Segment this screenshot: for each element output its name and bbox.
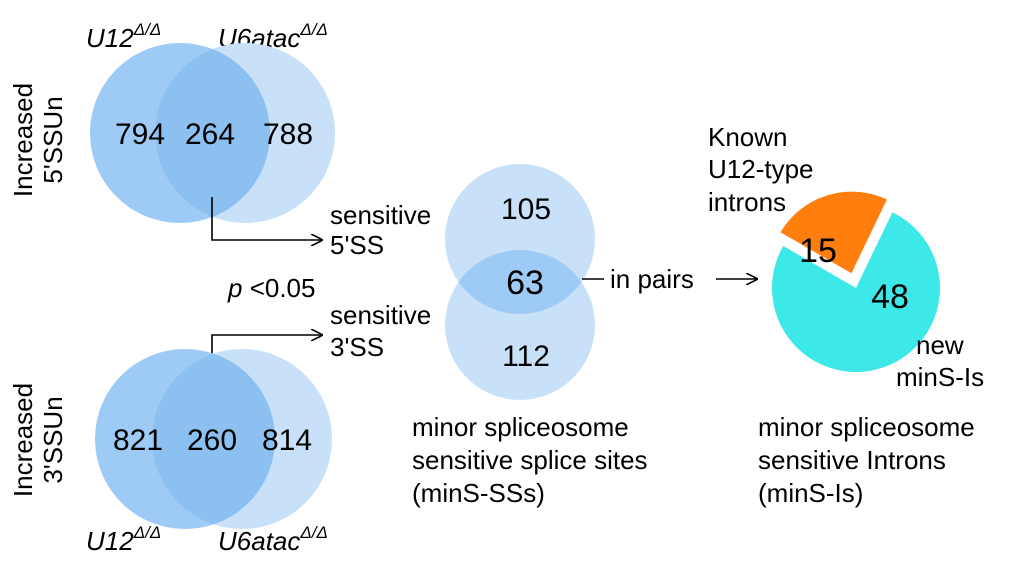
top-venn-overlap-count: 264 <box>185 118 235 151</box>
top-venn-side-label-line1: Increased <box>8 83 38 197</box>
bottom-venn: Increased 3'SSUn 821 260 814 U12Δ/Δ U6at… <box>8 349 332 556</box>
sensitive-5ss-label-line1: sensitive <box>330 200 431 230</box>
bottom-venn-only-a-count: 821 <box>113 424 163 457</box>
in-pairs-label: in pairs <box>610 264 694 294</box>
pie-new-label-line2: minS-Is <box>896 362 984 392</box>
middle-venn-3ss-only-count: 112 <box>502 340 550 373</box>
pie-caption-line2: sensitive Introns <box>758 445 946 475</box>
pie-known-value: 15 <box>799 232 837 270</box>
pie-known-label-line3: introns <box>708 187 786 217</box>
middle-caption-line2: sensitive splice sites <box>412 445 648 475</box>
bottom-venn-set-a-title: U12Δ/Δ <box>86 523 161 556</box>
pie-chart: Known U12-type introns 15 48 new minS-Is… <box>708 122 984 508</box>
pie-known-label-line1: Known <box>708 122 788 152</box>
pie-caption-line3: (minS-Is) <box>758 478 863 508</box>
p-value-label: p <0.05 <box>227 273 315 303</box>
bottom-venn-only-b-count: 814 <box>262 424 312 457</box>
top-venn-set-a-title: U12Δ/Δ <box>86 20 161 53</box>
pie-new-value: 48 <box>871 278 909 316</box>
sensitive-3ss-label-line1: sensitive <box>330 300 431 330</box>
bottom-venn-set-b-title: U6atacΔ/Δ <box>218 523 328 556</box>
bottom-venn-side-label-line2: 3'SSUn <box>38 396 68 483</box>
pie-known-label-line2: U12-type <box>708 154 814 184</box>
pie-slice-known <box>777 189 890 277</box>
sensitive-3ss-label-line2: 3'SS <box>330 332 384 362</box>
bottom-venn-overlap <box>152 349 275 529</box>
bottom-venn-overlap-count: 260 <box>187 424 237 457</box>
top-venn-only-a-count: 794 <box>115 118 165 151</box>
arrow-sensitive-5ss <box>211 197 322 240</box>
middle-venn: 105 63 112 minor spliceosome sensitive s… <box>412 164 648 508</box>
top-venn: Increased 5'SSUn U12Δ/Δ U6atacΔ/Δ 794 26… <box>8 20 335 223</box>
top-venn-side-label-line2: 5'SSUn <box>38 96 68 183</box>
pie-caption-line1: minor spliceosome <box>758 412 975 442</box>
middle-venn-overlap-count: 63 <box>506 264 544 302</box>
pie-slice-new <box>771 212 940 372</box>
middle-venn-overlap <box>445 250 595 314</box>
middle-caption-line1: minor spliceosome <box>412 412 629 442</box>
sensitive-5ss-label-line2: 5'SS <box>330 230 384 260</box>
bottom-venn-side-label-line1: Increased <box>8 383 38 497</box>
top-venn-only-b-count: 788 <box>263 118 313 151</box>
middle-caption-line3: (minS-SSs) <box>412 478 545 508</box>
top-venn-overlap <box>155 43 270 223</box>
middle-venn-5ss-only-count: 105 <box>501 193 551 226</box>
pie-new-label-line1: new <box>916 330 964 360</box>
